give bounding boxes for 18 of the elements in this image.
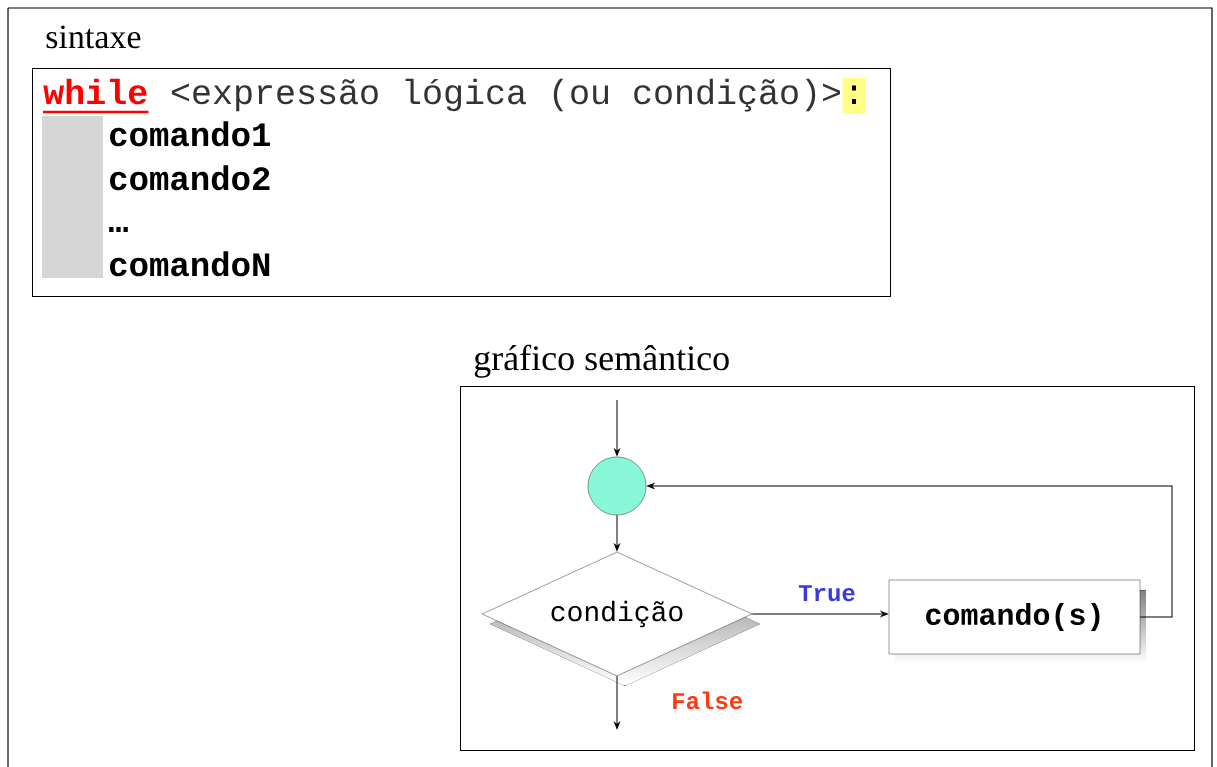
code-text: …	[109, 226, 128, 232]
code-text: comando1	[110, 121, 270, 147]
arrow	[647, 483, 1173, 618]
code-text: <expressão lógica (ou condição)>	[172, 78, 840, 112]
edge-label: False	[673, 691, 743, 710]
junction-circle	[587, 456, 647, 516]
heading: gráfico semântico	[474, 344, 729, 378]
code-text: comandoN	[110, 251, 270, 277]
code-text: comando2	[110, 165, 270, 191]
highlighted-colon: :	[842, 78, 866, 113]
heading: sintaxe	[46, 25, 141, 49]
arrow	[751, 611, 888, 617]
arrow	[614, 675, 620, 730]
arrow	[614, 399, 620, 456]
edge-label: True	[798, 585, 855, 602]
arrow	[614, 514, 620, 551]
keyword: while	[43, 78, 149, 114]
process-box: comando(s)	[888, 579, 1146, 664]
